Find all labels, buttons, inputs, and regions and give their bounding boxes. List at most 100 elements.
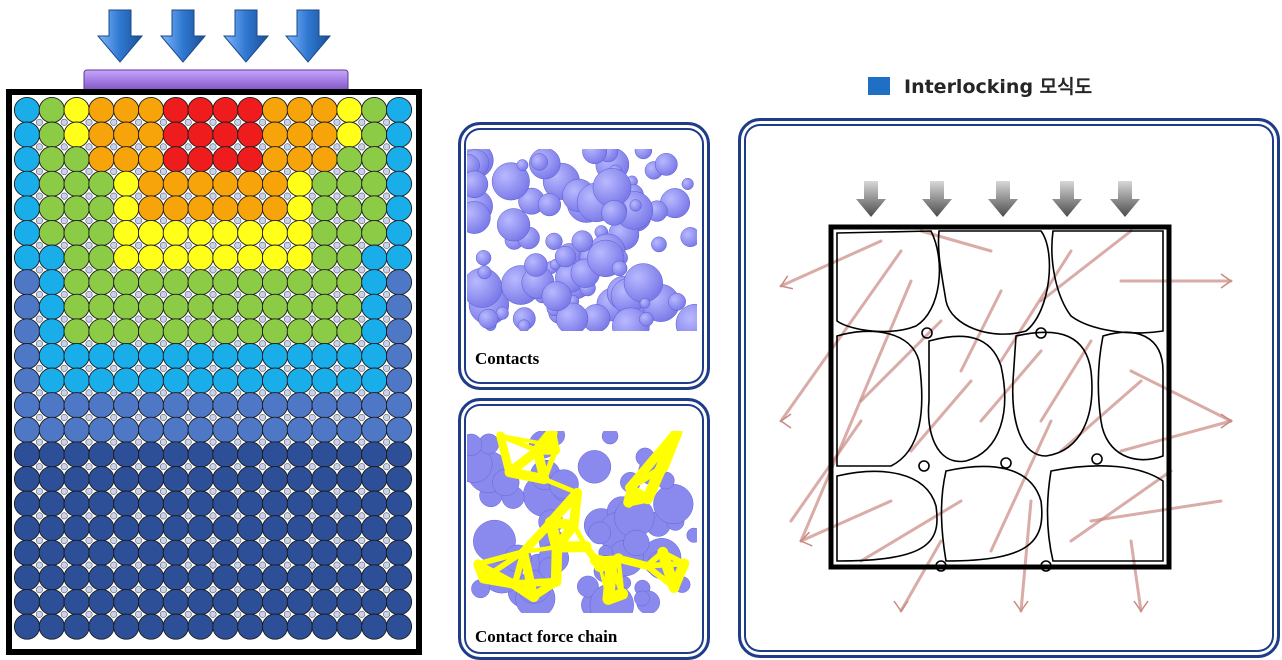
small-particle <box>160 119 166 125</box>
particle <box>362 97 387 122</box>
particle <box>238 343 263 368</box>
particle <box>612 261 627 276</box>
particle <box>362 466 387 491</box>
particle <box>262 516 287 541</box>
particle <box>312 614 337 639</box>
small-particle <box>359 193 365 199</box>
small-particle <box>259 193 265 199</box>
small-particle <box>160 316 166 322</box>
small-particle <box>36 267 42 273</box>
small-particle <box>259 562 265 568</box>
small-particle <box>61 611 67 617</box>
small-particle <box>359 316 365 322</box>
small-particle <box>210 513 216 519</box>
particle <box>138 343 163 368</box>
small-particle <box>359 267 365 273</box>
particle <box>138 368 163 393</box>
particle <box>39 565 64 590</box>
particle <box>14 540 39 565</box>
small-particle <box>259 464 265 470</box>
particle <box>14 196 39 221</box>
grain-outline <box>837 231 939 331</box>
particle <box>478 266 491 279</box>
particle <box>138 442 163 467</box>
small-particle <box>160 390 166 396</box>
particle <box>655 153 677 175</box>
particle <box>188 466 213 491</box>
particle <box>163 294 188 319</box>
small-particle <box>135 144 141 150</box>
particle <box>89 417 114 442</box>
force-line <box>1131 371 1231 421</box>
particle <box>64 368 89 393</box>
particle <box>337 442 362 467</box>
particle <box>188 589 213 614</box>
particle <box>362 393 387 418</box>
small-particle <box>36 193 42 199</box>
small-particle <box>61 119 67 125</box>
particle <box>14 245 39 270</box>
force-line <box>791 421 861 521</box>
particle <box>213 491 238 516</box>
load-arrow-icon <box>161 10 205 62</box>
force-line <box>1021 501 1031 611</box>
particle <box>287 393 312 418</box>
particle <box>163 614 188 639</box>
small-particle <box>284 390 290 396</box>
particle <box>64 565 89 590</box>
small-particle <box>334 119 340 125</box>
force-line <box>1131 541 1141 611</box>
small-particle <box>359 390 365 396</box>
particle <box>362 614 387 639</box>
particle <box>337 466 362 491</box>
small-particle <box>210 365 216 371</box>
particle <box>312 491 337 516</box>
small-particle <box>235 218 241 224</box>
small-particle <box>111 267 117 273</box>
small-particle <box>86 390 92 396</box>
small-particle <box>185 267 191 273</box>
particle <box>386 565 411 590</box>
particle <box>479 309 498 328</box>
particle <box>213 393 238 418</box>
particle <box>287 97 312 122</box>
particle <box>14 368 39 393</box>
load-arrow-icon <box>1052 181 1082 217</box>
particle <box>312 147 337 172</box>
small-particle <box>36 390 42 396</box>
particle <box>163 540 188 565</box>
particle <box>312 294 337 319</box>
force-line <box>1091 501 1221 521</box>
small-particle <box>383 390 389 396</box>
particle <box>362 540 387 565</box>
small-particle <box>259 218 265 224</box>
particle <box>262 171 287 196</box>
small-particle <box>61 193 67 199</box>
particle <box>64 393 89 418</box>
particle <box>386 343 411 368</box>
small-particle <box>383 513 389 519</box>
particle <box>213 417 238 442</box>
particle <box>262 417 287 442</box>
force-line <box>1121 421 1231 451</box>
particle <box>624 264 663 303</box>
small-particle <box>383 267 389 273</box>
small-particle <box>259 291 265 297</box>
particle <box>386 368 411 393</box>
small-particle <box>36 168 42 174</box>
particle <box>287 516 312 541</box>
small-particle <box>235 513 241 519</box>
small-particle <box>210 193 216 199</box>
particle <box>287 466 312 491</box>
particle <box>64 491 89 516</box>
particle <box>337 147 362 172</box>
particle <box>89 466 114 491</box>
particle <box>64 294 89 319</box>
contacts-particles <box>467 149 697 331</box>
contacts-caption: Contacts <box>475 349 539 369</box>
small-particle <box>185 193 191 199</box>
particle <box>287 122 312 147</box>
small-particle <box>284 267 290 273</box>
small-particle <box>309 341 315 347</box>
particle <box>114 270 139 295</box>
